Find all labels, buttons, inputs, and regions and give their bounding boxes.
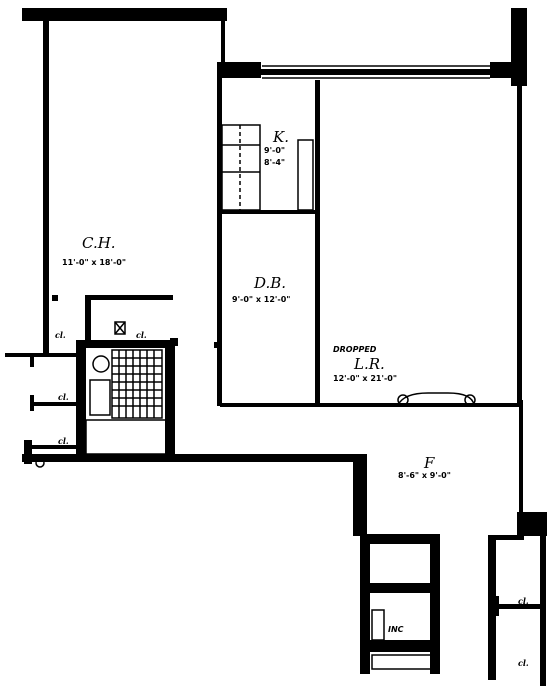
doors [35,392,476,670]
closet-label-6: cl. [518,658,529,668]
closet-label-1: cl. [55,330,66,340]
closet-label-2: cl. [136,330,147,340]
room-k-dims-2: 8'-4" [264,158,285,167]
room-db-dims: 9'-0" x 12'-0" [232,295,290,304]
closet-labels: cl. cl. cl. cl. cl. cl. INC [55,330,529,668]
room-lr-name: L.R. [353,355,385,373]
room-lr-prefix: DROPPED [333,345,377,354]
room-lr-dims: 12'-0" x 21'-0" [333,374,397,383]
windows [150,8,490,79]
room-labels: C.H. 11'-0" x 18'-0" K. 9'-0" 8'-4" D.B.… [62,128,451,480]
room-k-name: K. [272,128,289,146]
walls [5,8,547,686]
closet-label-5: cl. [518,596,529,606]
room-k-dims-1: 9'-0" [264,146,285,155]
kitchen-fixtures [221,124,314,211]
room-ch-name: C.H. [82,234,116,252]
room-db-name: D.B. [253,274,286,292]
room-f-dims: 8'-6" x 9'-0" [398,471,451,480]
room-ch-dims: 11'-0" x 18'-0" [62,258,126,267]
incinerator-label: INC [388,625,404,634]
room-f-name: F [423,454,435,472]
closet-label-3: cl. [58,392,69,402]
bathroom-tiles [85,321,167,455]
closet-label-4: cl. [58,436,69,446]
